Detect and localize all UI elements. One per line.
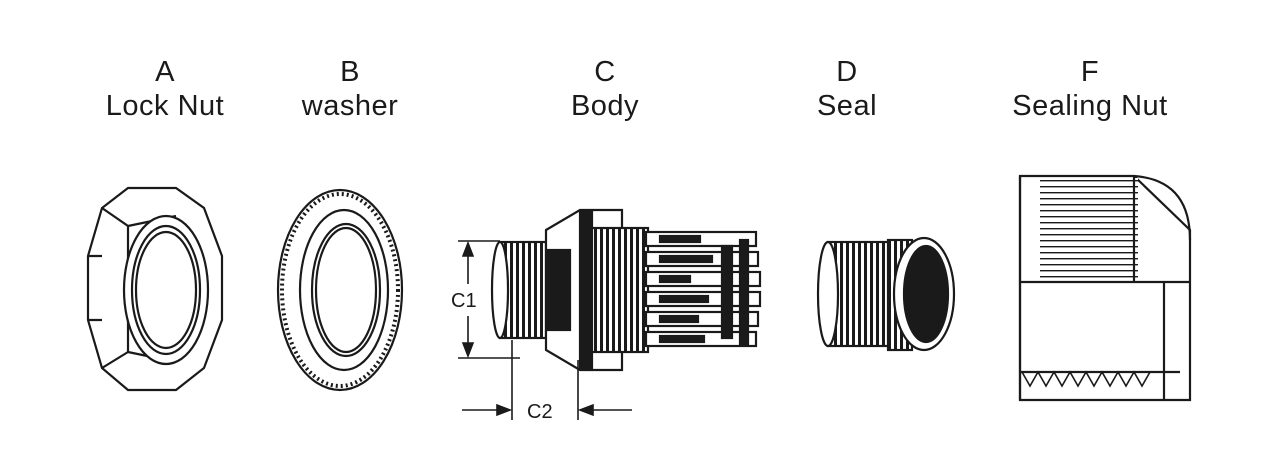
part-name-seal: Seal (816, 90, 878, 122)
seal-drawing (816, 236, 956, 352)
part-letter-d: D (836, 56, 858, 88)
label-body: C Body (510, 55, 700, 123)
part-letter-f: F (1080, 56, 1100, 88)
part-name-body: Body (570, 90, 640, 122)
dimension-c2 (462, 340, 632, 420)
body-drawing (490, 208, 762, 372)
dimension-c2-label: C2 (527, 401, 553, 423)
sealing-nut-drawing (1018, 174, 1192, 402)
label-washer: B washer (255, 55, 445, 123)
part-letter-b: B (340, 56, 360, 88)
part-name-sealing-nut: Sealing Nut (1012, 90, 1168, 122)
label-lock-nut: A Lock Nut (70, 55, 260, 123)
part-letter-a: A (155, 56, 175, 88)
dimension-c1-label: C1 (451, 290, 477, 312)
label-sealing-nut: F Sealing Nut (980, 55, 1200, 123)
washer-drawing (276, 188, 404, 392)
part-name-lock-nut: Lock Nut (105, 90, 225, 122)
label-seal: D Seal (752, 55, 942, 123)
dimension-c1 (458, 240, 520, 359)
part-letter-c: C (594, 56, 616, 88)
lock-nut-drawing (86, 186, 224, 392)
part-name-washer: washer (301, 90, 399, 122)
